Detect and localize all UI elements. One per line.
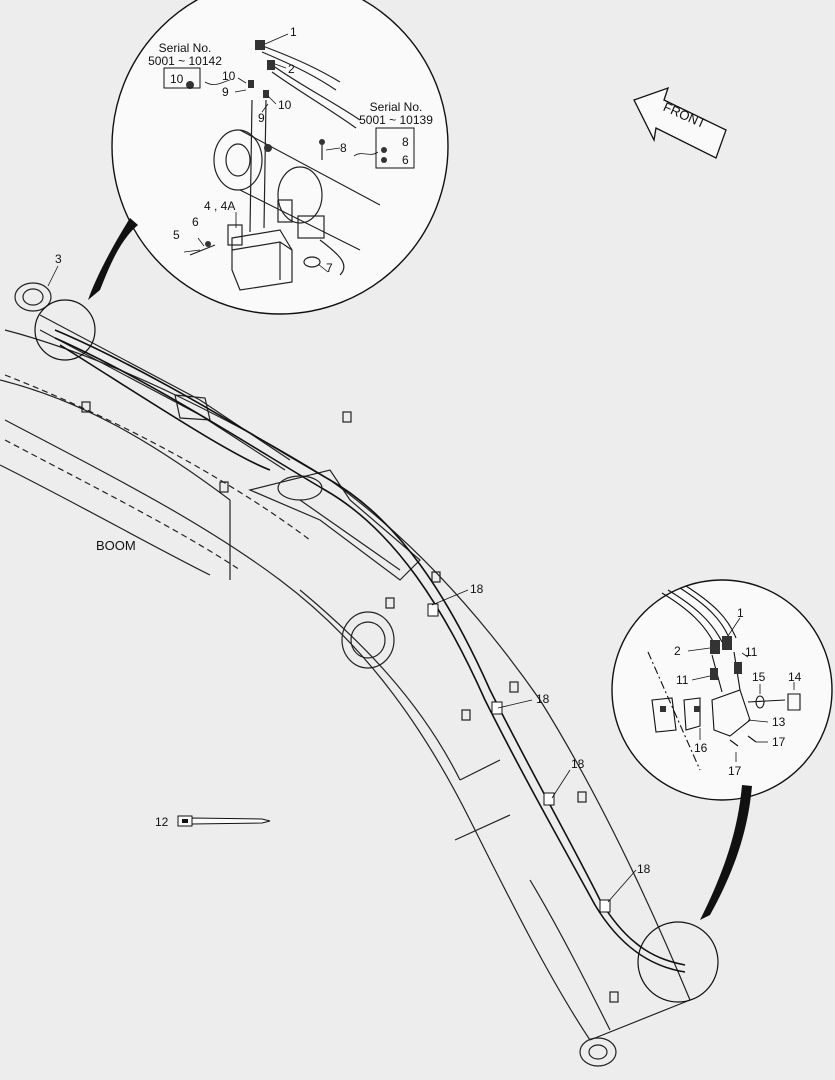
- boom-label: BOOM: [96, 538, 136, 553]
- serial-right-part-8: 8: [402, 135, 409, 149]
- bottom-detail-view: 1 2 11 11 15 14 16 13 17 17: [611, 579, 833, 1003]
- callout-3: 3: [55, 252, 62, 266]
- boom-structure: [0, 282, 691, 1067]
- callout-18-a: 18: [470, 582, 484, 596]
- serial-right-part-6: 6: [402, 153, 409, 167]
- callout-10-a: 10: [222, 69, 236, 83]
- callout-9-a: 9: [222, 85, 229, 99]
- callout-10-b: 10: [278, 98, 292, 112]
- callout-17-b: 17: [728, 764, 742, 778]
- callout-12: 12: [155, 815, 169, 829]
- callout-18-d: 18: [637, 862, 651, 876]
- top-detail-view: Serial No. 5001 ~ 10142 10 Serial No. 50…: [34, 0, 449, 361]
- callout-5: 5: [173, 228, 180, 242]
- serial-left-range: 5001 ~ 10142: [148, 54, 222, 68]
- serial-left-title: Serial No.: [159, 41, 212, 55]
- callout-6-top: 6: [192, 215, 199, 229]
- callout-18-c: 18: [571, 757, 585, 771]
- callout-18-b: 18: [536, 692, 550, 706]
- callout-9-b: 9: [258, 111, 265, 125]
- front-arrow: FRONT: [633, 86, 727, 159]
- callout-13: 13: [772, 715, 786, 729]
- serial-right-title: Serial No.: [370, 100, 423, 114]
- callout-2-top: 2: [288, 62, 295, 76]
- callout-14: 14: [788, 670, 802, 684]
- callout-8-top: 8: [340, 141, 347, 155]
- cable-tie: 12: [155, 815, 271, 829]
- callout-7: 7: [326, 261, 333, 275]
- callout-2-bottom: 2: [674, 644, 681, 658]
- hose-clamps: [427, 603, 611, 913]
- serial-right-range: 5001 ~ 10139: [359, 113, 433, 127]
- callout-15: 15: [752, 670, 766, 684]
- callout-11-b: 11: [676, 673, 689, 687]
- callout-1-bottom: 1: [737, 606, 744, 620]
- hose-lines: [54, 329, 686, 973]
- callout-17-a: 17: [772, 735, 786, 749]
- callout-11-a: 11: [745, 645, 758, 659]
- serial-left-part: 10: [170, 72, 184, 86]
- callout-4-4a: 4 , 4A: [204, 199, 235, 213]
- callout-1-top: 1: [290, 25, 297, 39]
- callout-16: 16: [694, 741, 708, 755]
